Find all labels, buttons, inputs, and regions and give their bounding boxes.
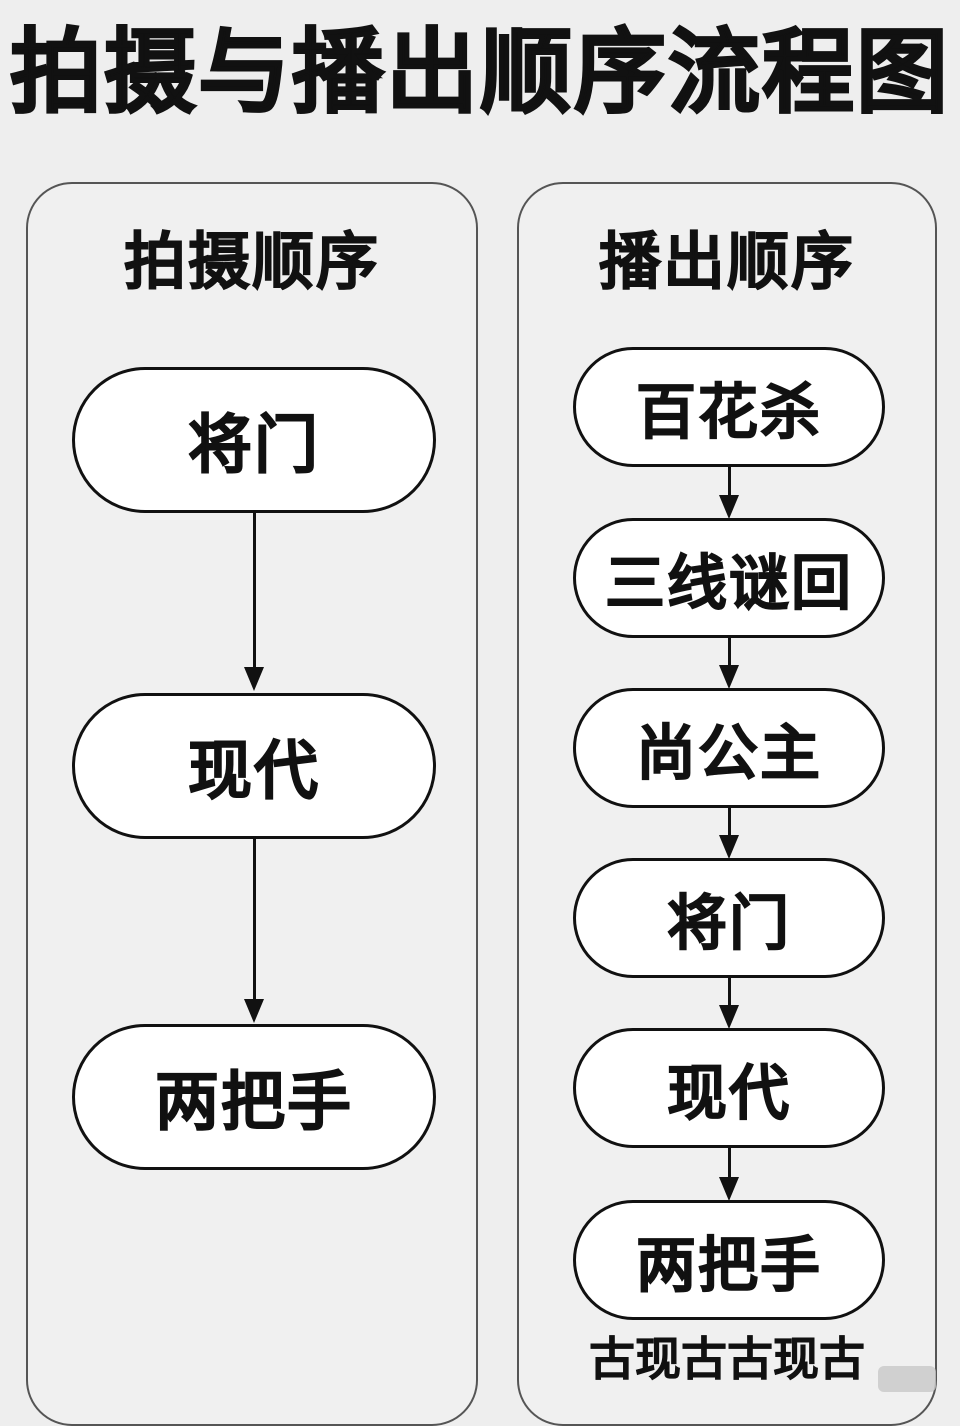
broadcast-era-note: 古现古古现古: [589, 1332, 866, 1387]
broadcast-step-6: 两把手: [573, 1200, 885, 1320]
broadcast-step-5: 现代: [573, 1028, 885, 1148]
broadcast-arrow-1: [719, 467, 739, 519]
broadcast-arrow-3: [719, 808, 739, 859]
shooting-arrow-2: [244, 839, 264, 1023]
broadcast-step-4: 将门: [573, 858, 885, 978]
broadcast-arrow-5: [719, 1148, 739, 1201]
main-title: 拍摄与播出顺序流程图: [9, 18, 950, 127]
broadcast-step-2: 三线谜回: [573, 518, 885, 638]
broadcast-step-1: 百花杀: [573, 347, 885, 467]
shooting-order-title: 拍摄顺序: [123, 225, 380, 299]
shooting-step-3: 两把手: [72, 1024, 436, 1170]
shooting-step-1: 将门: [72, 367, 436, 513]
broadcast-arrow-4: [719, 978, 739, 1029]
broadcast-order-panel: 播出顺序 百花杀 三线谜回 尚公主 将门 现代 两把手 古现古古现古: [517, 182, 937, 1426]
watermark-logo: [878, 1366, 936, 1392]
broadcast-step-3: 尚公主: [573, 688, 885, 808]
shooting-step-2: 现代: [72, 693, 436, 839]
shooting-arrow-1: [244, 513, 264, 691]
shooting-order-panel: 拍摄顺序 将门 现代 两把手: [26, 182, 478, 1426]
broadcast-order-title: 播出顺序: [598, 225, 855, 299]
broadcast-arrow-2: [719, 638, 739, 689]
